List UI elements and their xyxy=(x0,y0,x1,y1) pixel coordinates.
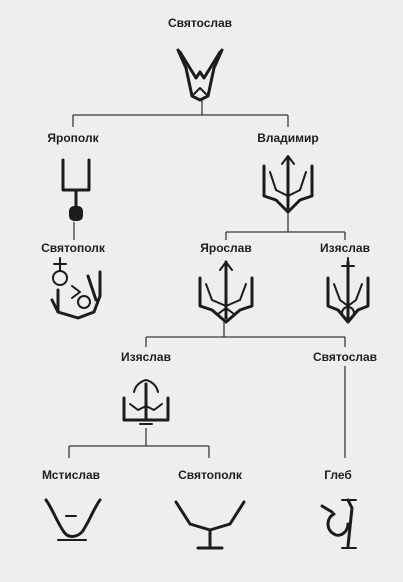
node-label-yaroslav: Ярослав xyxy=(200,241,251,255)
trident-emblem xyxy=(198,260,254,324)
node-label-sviatopolk: Святополк xyxy=(41,241,106,255)
node-label-izyaslav-2: Изяслав xyxy=(121,350,171,364)
trident-emblem xyxy=(326,257,370,324)
node-label-sviatoslav-2: Святослав xyxy=(313,350,377,364)
connector-lines xyxy=(68,100,346,458)
bident-emblem xyxy=(122,379,170,425)
node-label-yaropolk: Ярополк xyxy=(47,131,99,145)
node-label-vladimir: Владимир xyxy=(257,131,319,145)
bident-emblem xyxy=(320,498,357,549)
trident-emblem xyxy=(262,155,314,214)
bident-emblem xyxy=(61,158,91,221)
bident-cross-emblem xyxy=(50,257,102,320)
bident-emblem xyxy=(44,498,102,541)
node-label-izyaslav: Изяслав xyxy=(320,241,370,255)
bident-emblem xyxy=(176,48,224,102)
node-label-sviatopolk-2: Святополк xyxy=(178,468,243,482)
node-label-gleb: Глеб xyxy=(324,468,352,482)
node-label-sviatoslav: Святослав xyxy=(168,16,232,30)
bident-emblem xyxy=(174,500,246,550)
node-label-mstislav: Мстислав xyxy=(42,468,100,482)
